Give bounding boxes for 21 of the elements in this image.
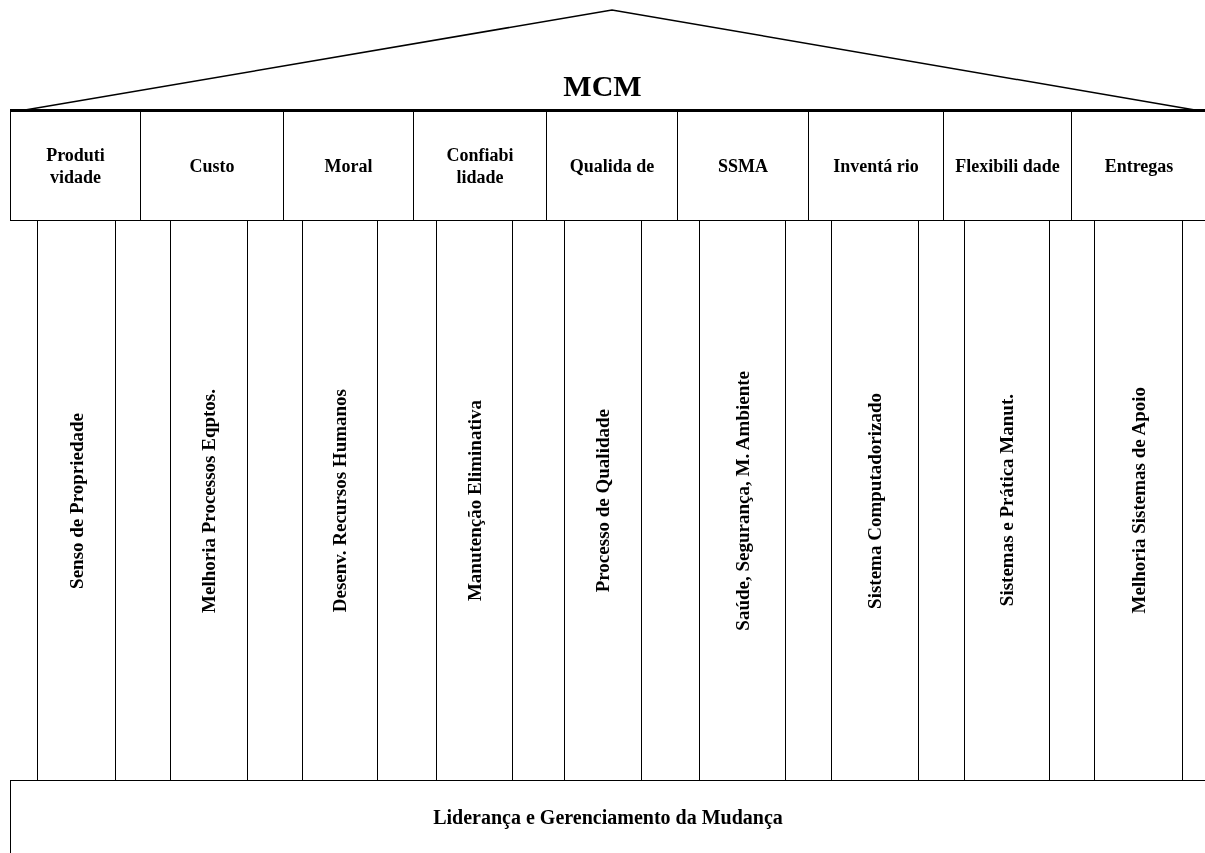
roof-title: MCM [563, 68, 642, 104]
pillar-label: Sistema Computadorizado [864, 392, 886, 609]
pillar-label: Sistemas e Prática Manut. [996, 394, 1018, 607]
pillar [1094, 220, 1183, 781]
pillar-label: Saúde, Segurança, M. Ambiente [731, 370, 754, 631]
pillar-label: Melhoria Sistemas de Apoio [1127, 387, 1150, 614]
pillar-label: Melhoria Processos Eqptos. [198, 388, 220, 613]
pillar [302, 220, 378, 781]
pillar [964, 220, 1050, 781]
pillar [436, 220, 513, 781]
pillar [699, 220, 786, 781]
pillar-label: Processo de Qualidade [592, 408, 614, 593]
pillar-header: Produti vidade [10, 111, 141, 221]
foundation-base: Liderança e Gerenciamento da Mudança [10, 780, 1205, 853]
pillar-label: Manutenção Eliminativa [463, 399, 486, 602]
pillar-label: Senso de Propriedade [65, 412, 88, 589]
pillar [831, 220, 919, 781]
pillar [564, 220, 642, 781]
pillar [37, 220, 116, 781]
pillar [170, 220, 248, 781]
pillar-label: Desenv. Recursos Humanos [329, 388, 351, 613]
